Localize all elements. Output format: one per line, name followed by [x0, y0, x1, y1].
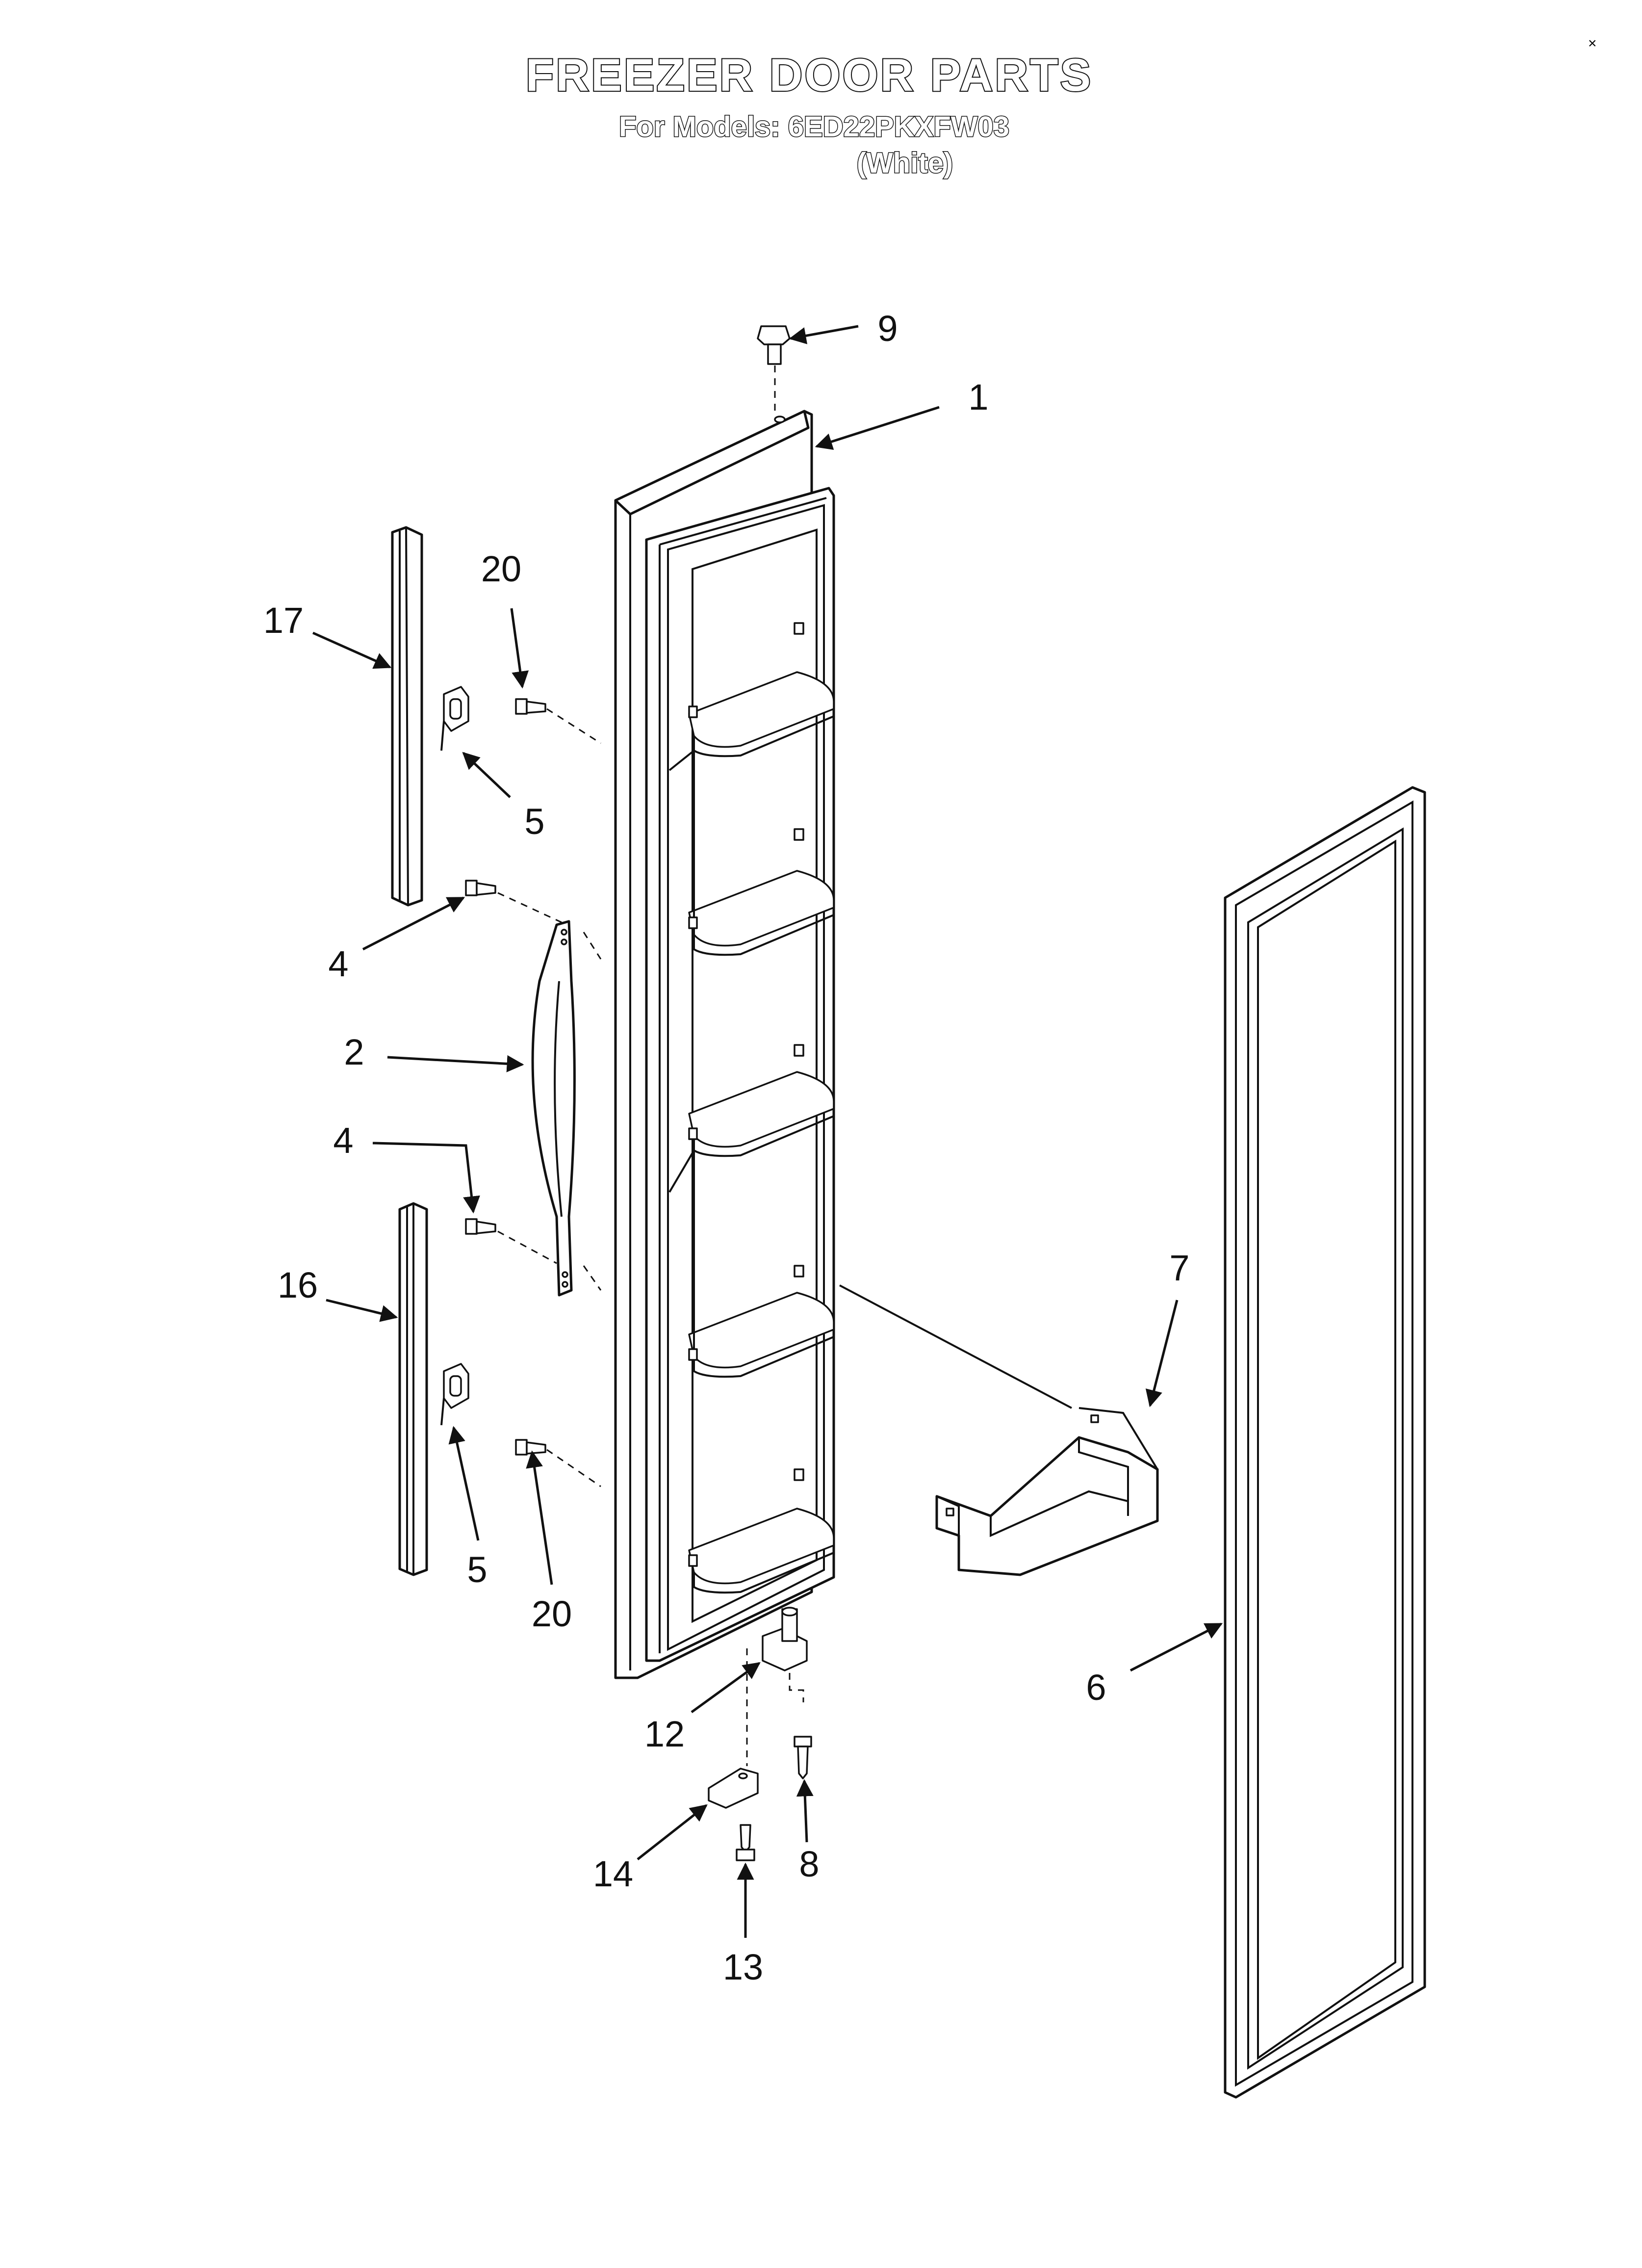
- door-shelves: [668, 622, 835, 1594]
- part-12-hinge: [762, 1607, 808, 1702]
- freezer-door: [614, 410, 835, 1679]
- part-2-handle: [531, 920, 576, 1297]
- part-7-bin: [839, 1284, 1159, 1576]
- callout-2: 2: [344, 1032, 364, 1072]
- callout-7: 7: [1169, 1248, 1189, 1288]
- corner-mark: ×: [1588, 35, 1597, 52]
- part-20-screw-upper: [515, 698, 601, 744]
- callout-20-lower: 20: [532, 1593, 572, 1634]
- part-14-hinge-bracket: [708, 1768, 759, 1809]
- callout-4-lower: 4: [333, 1120, 353, 1161]
- part-4-screw-upper: [465, 880, 562, 923]
- part-9-plug: [757, 325, 791, 423]
- callout-14: 14: [593, 1853, 633, 1894]
- callout-8: 8: [799, 1844, 819, 1884]
- callout-6: 6: [1086, 1667, 1106, 1708]
- callout-17: 17: [263, 600, 304, 641]
- part-20-screw-lower: [515, 1439, 601, 1487]
- callout-13: 13: [723, 1947, 763, 1987]
- callout-labels: 9 1 20 17 5 4 2 4 16 7 5 20 6 12 8 14 13: [263, 308, 1190, 1987]
- part-13-screw: [736, 1824, 755, 1861]
- part-8-screw: [794, 1736, 812, 1779]
- callout-5-upper: 5: [524, 801, 544, 842]
- leader-lines: [312, 325, 1223, 1938]
- models-line: For Models: 6ED22PKXFW03: [619, 111, 1009, 143]
- page-title: FREEZER DOOR PARTS: [526, 49, 1093, 101]
- callout-12: 12: [644, 1714, 685, 1754]
- callout-1: 1: [968, 377, 988, 417]
- part-4-screw-lower: [465, 1218, 557, 1264]
- callout-20-upper: 20: [481, 548, 521, 589]
- handle-mount-lines: [583, 932, 602, 1291]
- callout-16: 16: [278, 1265, 318, 1305]
- part-5-clip-lower: [440, 1363, 469, 1426]
- part-17-trim: [391, 526, 423, 907]
- part-16-trim: [398, 1202, 428, 1576]
- callout-5-lower: 5: [467, 1549, 487, 1590]
- part-5-clip-upper: [440, 686, 469, 751]
- part-6-gasket: [1224, 786, 1426, 2099]
- callout-4-upper: 4: [328, 943, 348, 984]
- color-line: (White): [857, 147, 953, 179]
- bin-mount-line: [839, 1284, 1072, 1409]
- callout-9: 9: [877, 308, 898, 349]
